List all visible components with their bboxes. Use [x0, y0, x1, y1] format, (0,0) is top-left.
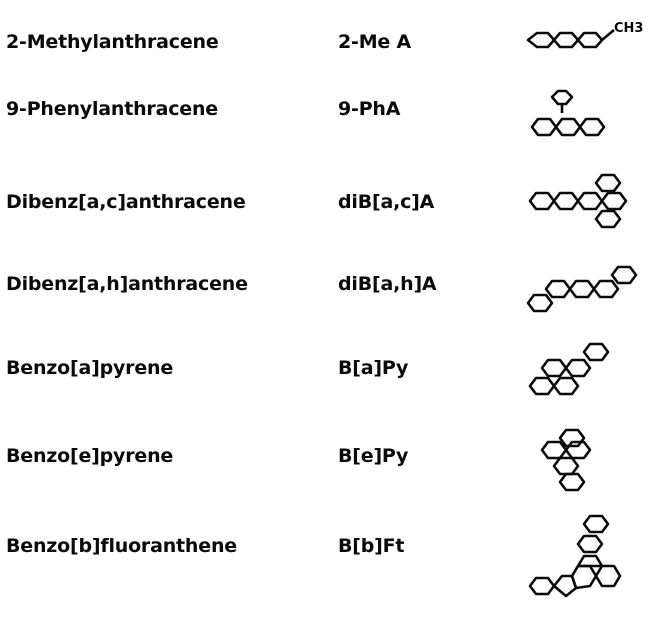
- compound-name: Benzo[e]pyrene: [6, 445, 174, 467]
- methyl-label: CH3: [614, 21, 643, 36]
- benzo-e-pyrene-structure-icon: [520, 418, 660, 512]
- benzo-b-fluoranthene-structure-icon: [520, 506, 660, 620]
- compound-abbreviation: diB[a,h]A: [338, 273, 437, 295]
- compound-name: 9-Phenylanthracene: [6, 98, 218, 120]
- compound-name: Benzo[a]pyrene: [6, 357, 174, 379]
- compound-row: Benzo[b]fluoranthene B[b]Ft: [0, 500, 668, 598]
- compound-abbreviation: 9-PhA: [338, 98, 401, 120]
- 2-methylanthracene-structure-icon: CH3: [520, 20, 660, 64]
- compound-abbreviation: diB[a,c]A: [338, 191, 435, 213]
- compound-abbreviation: B[b]Ft: [338, 535, 405, 557]
- dibenz-ah-anthracene-structure-icon: [520, 249, 660, 343]
- compound-row: Dibenz[a,h]anthracene diB[a,h]A: [0, 252, 668, 332]
- compound-name: 2-Methylanthracene: [6, 31, 219, 53]
- compound-abbreviation: B[e]Py: [338, 445, 409, 467]
- compound-name: Benzo[b]fluoranthene: [6, 535, 237, 557]
- compound-name: Dibenz[a,c]anthracene: [6, 191, 246, 213]
- benzo-a-pyrene-structure-icon: [520, 332, 660, 426]
- 9-phenylanthracene-structure-icon: [520, 87, 660, 161]
- dibenz-ac-anthracene-structure-icon: [520, 161, 660, 255]
- compound-abbreviation: B[a]Py: [338, 357, 409, 379]
- compound-row: 2-Methylanthracene 2-Me A CH3: [0, 0, 668, 80]
- compound-row: Dibenz[a,c]anthracene diB[a,c]A: [0, 164, 668, 244]
- compound-row: Benzo[a]pyrene B[a]Py: [0, 336, 668, 416]
- compound-row: Benzo[e]pyrene B[e]Py: [0, 414, 668, 494]
- compound-row: 9-Phenylanthracene 9-PhA: [0, 79, 668, 159]
- compound-abbreviation: 2-Me A: [338, 31, 412, 53]
- compound-name: Dibenz[a,h]anthracene: [6, 273, 248, 295]
